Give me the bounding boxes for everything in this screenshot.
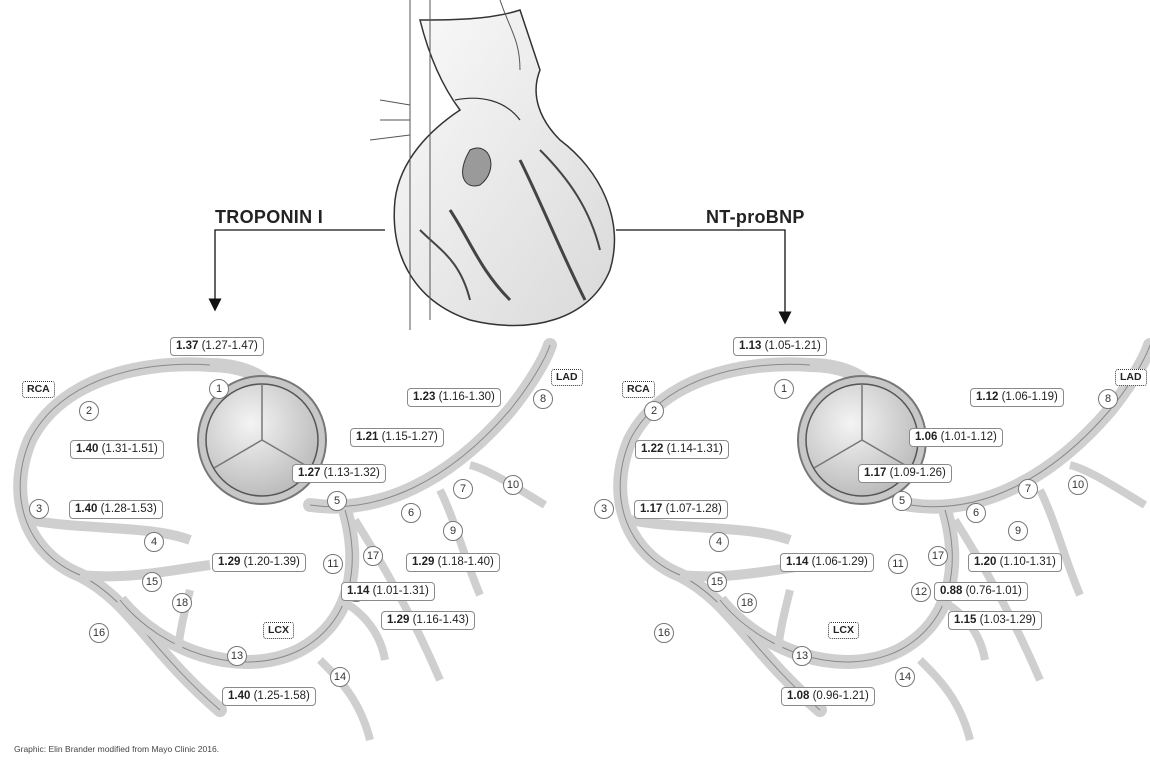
right-coronary-tree [620,345,1150,740]
right-segment-4: 4 [709,532,729,552]
left-segment-9: 9 [443,521,463,541]
left-segment-18: 18 [172,593,192,613]
bnp-label-2: 1.22 (1.14-1.31) [635,440,729,459]
trop-label-13: 1.40 (1.25-1.58) [222,687,316,706]
bnp-label-5: 1.17 (1.09-1.26) [858,464,952,483]
right-segment-13: 13 [792,646,812,666]
left-segment-10: 10 [503,475,523,495]
bnp-label-9: 1.20 (1.10-1.31) [968,553,1062,572]
trop-label-9: 1.29 (1.18-1.40) [406,553,500,572]
bnp-label-12: 1.15 (1.03-1.29) [948,611,1042,630]
left-segment-1: 1 [209,379,229,399]
troponin-title: TROPONIN I [215,207,323,228]
trop-label-1: 1.37 (1.27-1.47) [170,337,264,356]
lad-tag-right: LAD [1115,369,1147,386]
left-segment-4: 4 [144,532,164,552]
bnp-label-1: 1.13 (1.05-1.21) [733,337,827,356]
left-segment-16: 16 [89,623,109,643]
right-segment-11: 11 [888,554,908,574]
left-segment-6: 6 [401,503,421,523]
right-segment-7: 7 [1018,479,1038,499]
trop-label-7: 1.23 (1.16-1.30) [407,388,501,407]
heart-illustration [370,0,614,330]
right-segment-2: 2 [644,401,664,421]
trop-label-5: 1.27 (1.13-1.32) [292,464,386,483]
bnp-label-3: 1.17 (1.07-1.28) [634,500,728,519]
left-segment-14: 14 [330,667,350,687]
right-segment-5: 5 [892,491,912,511]
right-segment-9: 9 [1008,521,1028,541]
right-segment-6: 6 [966,503,986,523]
left-segment-15: 15 [142,572,162,592]
left-segment-8: 8 [533,389,553,409]
left-segment-2: 2 [79,401,99,421]
trop-label-11: 1.29 (1.20-1.39) [212,553,306,572]
left-segment-5: 5 [327,491,347,511]
figure-caption: Graphic: Elin Brander modified from Mayo… [14,744,219,754]
rca-tag-right: RCA [622,381,655,398]
ntprobnp-title: NT-proBNP [706,207,805,228]
trop-label-3: 1.40 (1.28-1.53) [69,500,163,519]
left-segment-13: 13 [227,646,247,666]
right-segment-16: 16 [654,623,674,643]
lcx-tag-right: LCX [828,622,859,639]
trop-label-17: 1.14 (1.01-1.31) [341,582,435,601]
left-segment-7: 7 [453,479,473,499]
trop-label-2: 1.40 (1.31-1.51) [70,440,164,459]
right-segment-15: 15 [707,572,727,592]
right-segment-12: 12 [911,582,931,602]
lcx-tag-left: LCX [263,622,294,639]
bnp-label-17: 0.88 (0.76-1.01) [934,582,1028,601]
left-segment-17: 17 [363,546,383,566]
trop-label-12: 1.29 (1.16-1.43) [381,611,475,630]
right-segment-8: 8 [1098,389,1118,409]
right-segment-10: 10 [1068,475,1088,495]
rca-tag-left: RCA [22,381,55,398]
trop-label-6: 1.21 (1.15-1.27) [350,428,444,447]
left-segment-3: 3 [29,499,49,519]
lad-tag-left: LAD [551,369,583,386]
right-segment-17: 17 [928,546,948,566]
right-segment-3: 3 [594,499,614,519]
bnp-label-6: 1.06 (1.01-1.12) [909,428,1003,447]
bnp-label-7: 1.12 (1.06-1.19) [970,388,1064,407]
left-segment-11: 11 [323,554,343,574]
right-segment-18: 18 [737,593,757,613]
right-segment-14: 14 [895,667,915,687]
bnp-label-13: 1.08 (0.96-1.21) [781,687,875,706]
bnp-label-11: 1.14 (1.06-1.29) [780,553,874,572]
right-segment-1: 1 [774,379,794,399]
